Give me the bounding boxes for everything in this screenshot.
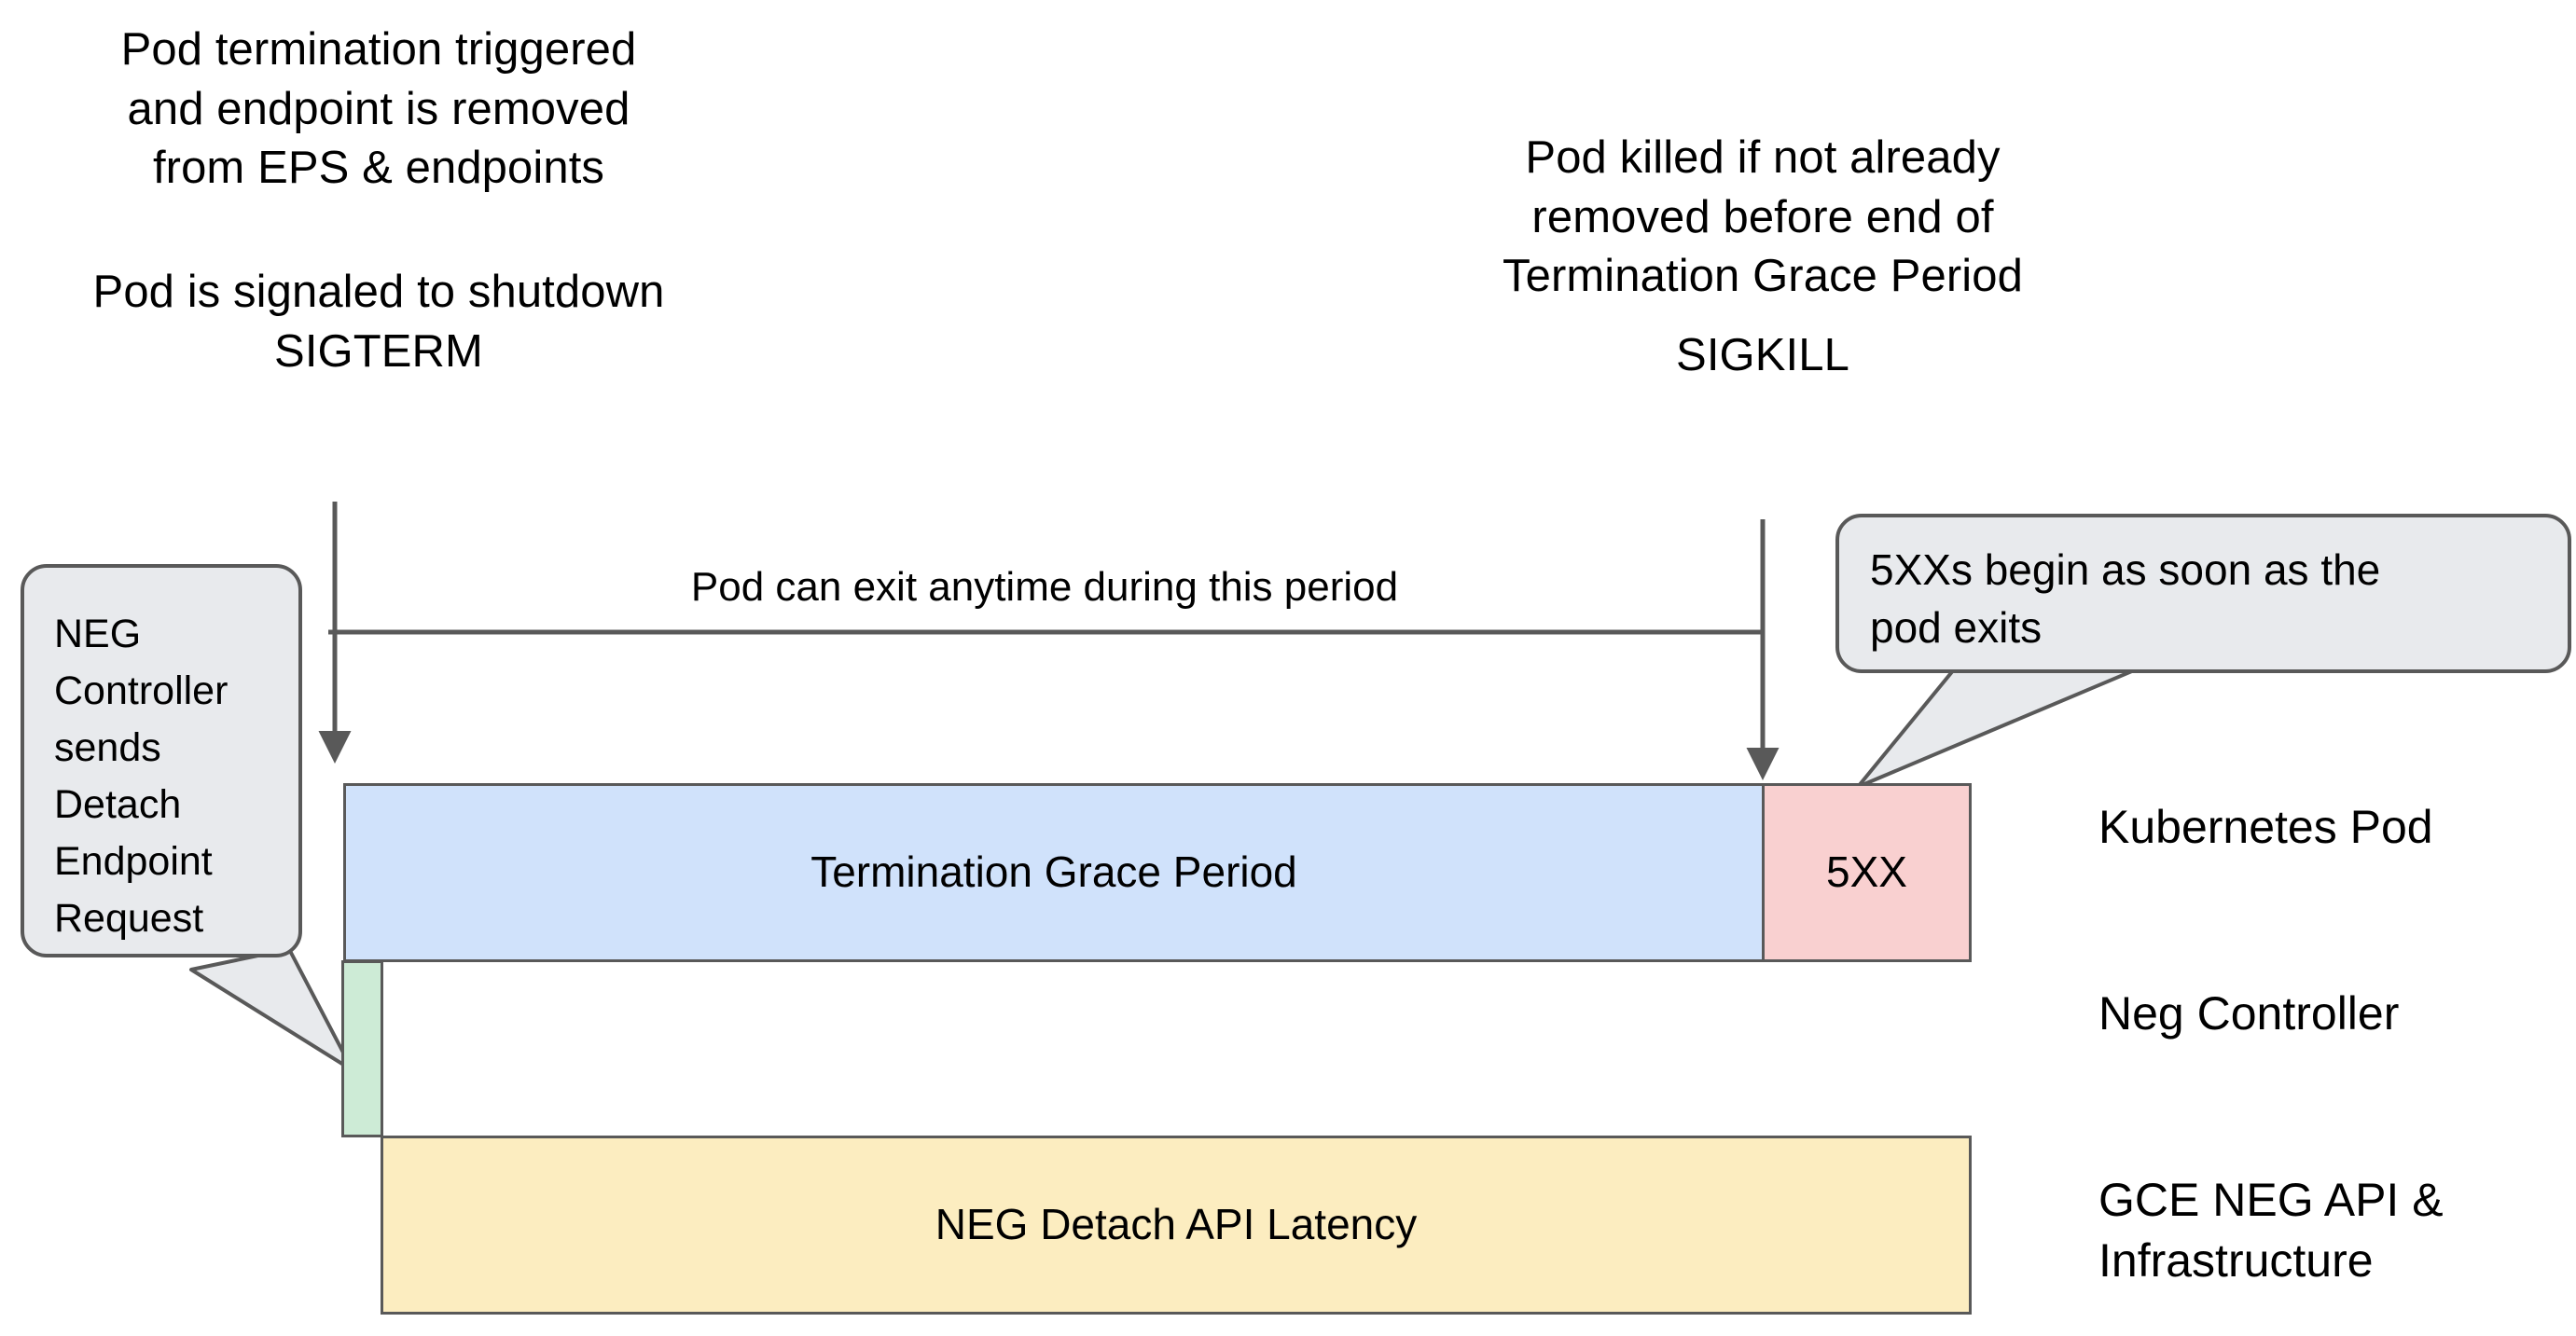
bar-5xx: 5XX: [1762, 783, 1972, 962]
note-sigkill: SIGKILL: [1676, 330, 1849, 380]
5xx-callout-label: 5XXs begin as soon as the pod exits: [1870, 545, 2381, 653]
neg-controller-callout-label: NEG Controller sends Detach Endpoint Req…: [54, 612, 229, 942]
lane-label-kubernetes-pod: Kubernetes Pod: [2098, 801, 2433, 853]
bar-termination-grace-period: Termination Grace Period: [343, 783, 1765, 962]
note-pod-signaled-sigterm: Pod is signaled to shutdown SIGTERM: [92, 267, 665, 377]
pod-exit-span-label: Pod can exit anytime during this period: [690, 564, 1399, 610]
note-pod-killed-grace-period: Pod killed if not already removed before…: [1503, 132, 2023, 302]
bar-termination-grace-period-label: Termination Grace Period: [810, 847, 1297, 897]
note-pod-termination-triggered: Pod termination triggered and endpoint i…: [120, 24, 637, 194]
bar-neg-detach-api-latency: NEG Detach API Latency: [381, 1136, 1972, 1315]
bar-neg-detach-api-latency-label: NEG Detach API Latency: [935, 1200, 1418, 1249]
bar-neg-detach-trigger: [341, 960, 383, 1137]
bar-5xx-label: 5XX: [1826, 847, 1907, 897]
lane-label-neg-controller: Neg Controller: [2098, 987, 2400, 1040]
lane-label-gce-neg-api: GCE NEG API & Infrastructure: [2098, 1174, 2444, 1287]
